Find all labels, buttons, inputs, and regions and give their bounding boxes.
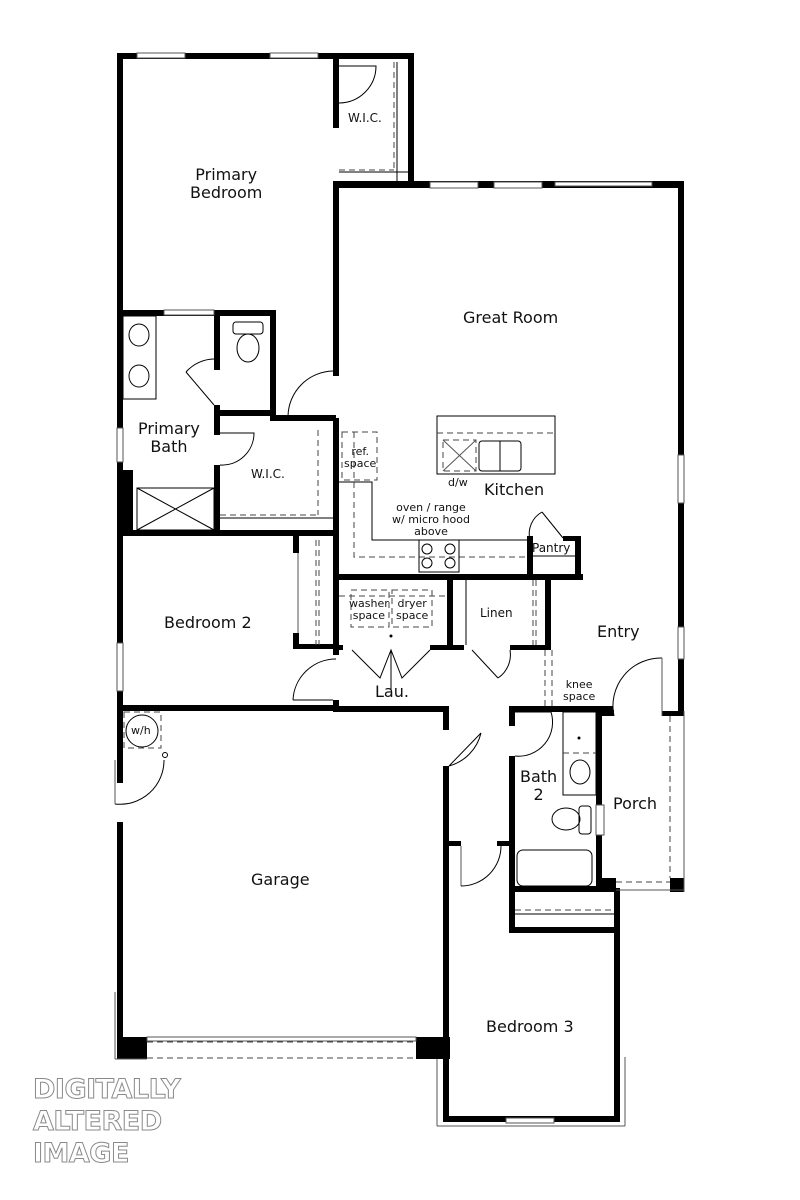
primary-bedroom-line2: Bedroom <box>190 182 263 202</box>
room-label-bedroom-3: Bedroom 3 <box>486 1017 574 1036</box>
oven-line2: w/ micro hood <box>392 513 470 527</box>
fixture-label-dryer: dryer space <box>396 597 429 623</box>
room-label-entry: Entry <box>597 622 640 641</box>
primary-bedroom-line1: Primary <box>195 165 258 184</box>
ref-space-line2: space <box>344 457 377 471</box>
fixture-label-oven-range: oven / range w/ micro hood above <box>392 501 470 539</box>
fixtures <box>114 62 685 1127</box>
fixture-label-washer: washer space <box>349 597 389 623</box>
dryer-line1: dryer <box>397 597 427 610</box>
interior-walls <box>121 53 684 933</box>
room-label-bedroom-2: Bedroom 2 <box>164 613 252 632</box>
room-label-linen: Linen <box>480 606 513 620</box>
watermark-line2: ALTERED <box>32 1105 162 1137</box>
room-label-wic-top: W.I.C. <box>348 111 382 125</box>
washer-line2: space <box>352 609 385 623</box>
windows <box>116 52 685 1124</box>
bath-2-line2: 2 <box>533 784 544 804</box>
room-label-wic-bath: W.I.C. <box>251 467 285 481</box>
washer-line1: washer <box>349 597 389 610</box>
fixture-label-water-heater: w/h <box>131 724 151 737</box>
room-label-laundry: Lau. <box>375 682 409 701</box>
dryer-line2: space <box>396 609 429 623</box>
bath-2-line1: Bath <box>520 767 558 786</box>
knee-line1: knee <box>565 678 593 691</box>
ref-space-line1: ref. <box>351 445 369 458</box>
room-label-porch: Porch <box>613 794 658 813</box>
watermark-line3: IMAGE <box>32 1137 129 1169</box>
fixture-label-ref-space: ref. space <box>344 445 377 471</box>
room-label-great-room: Great Room <box>463 308 559 327</box>
room-label-bath-2: Bath 2 <box>520 768 557 803</box>
watermark-line1: DIGITALLY <box>32 1074 181 1106</box>
room-label-kitchen: Kitchen <box>484 480 545 499</box>
room-label-garage: Garage <box>251 870 310 889</box>
primary-bath-line2: Bath <box>150 436 188 456</box>
fixture-label-dishwasher: d/w <box>448 476 468 489</box>
fixture-label-knee-space: knee space <box>563 678 596 704</box>
exterior-walls <box>117 53 684 1122</box>
room-label-primary-bedroom: Primary Bedroom <box>190 166 262 201</box>
primary-bath-line1: Primary <box>138 419 200 438</box>
knee-line2: space <box>563 690 596 704</box>
oven-line3: above <box>414 525 448 539</box>
doors <box>114 65 663 887</box>
watermark: DIGITALLY ALTERED IMAGE <box>32 1074 181 1170</box>
oven-line1: oven / range <box>396 501 466 514</box>
room-label-primary-bath: Primary Bath <box>138 420 200 455</box>
room-label-pantry: Pantry <box>532 541 571 555</box>
